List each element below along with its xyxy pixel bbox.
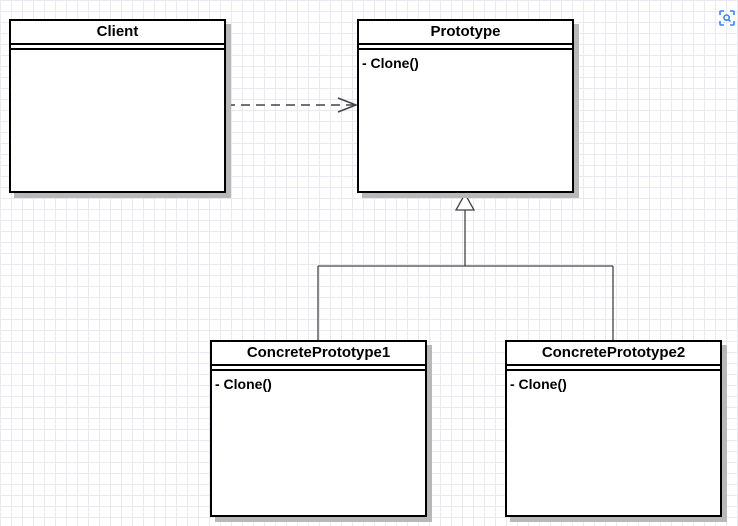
class-concrete-prototype-1[interactable]: ConcretePrototype1 - Clone() [210, 340, 427, 517]
operation-clone: - Clone() [215, 376, 272, 392]
dependency-client-prototype [226, 97, 359, 113]
class-concrete-prototype-1-attributes [212, 366, 425, 371]
operation-clone: - Clone() [362, 55, 419, 71]
class-concrete-prototype-2[interactable]: ConcretePrototype2 - Clone() [505, 340, 722, 517]
class-prototype-operations: - Clone() [359, 50, 572, 76]
class-concrete-prototype-2-name: ConcretePrototype2 [507, 342, 720, 366]
operation-clone: - Clone() [510, 376, 567, 392]
class-prototype-name: Prototype [359, 21, 572, 45]
class-client-attributes [11, 45, 224, 50]
class-client-name: Client [11, 21, 224, 45]
image-search-icon [719, 10, 735, 26]
class-concrete-prototype-1-name: ConcretePrototype1 [212, 342, 425, 366]
class-concrete-prototype-1-operations: - Clone() [212, 371, 425, 397]
class-concrete-prototype-2-attributes [507, 366, 720, 371]
image-search-button[interactable] [717, 8, 737, 28]
inheritance-arrowhead [454, 192, 476, 211]
generalization-edges [317, 192, 614, 340]
class-prototype-attributes [359, 45, 572, 50]
class-concrete-prototype-2-operations: - Clone() [507, 371, 720, 397]
class-prototype[interactable]: Prototype - Clone() [357, 19, 574, 193]
class-client[interactable]: Client [9, 19, 226, 193]
